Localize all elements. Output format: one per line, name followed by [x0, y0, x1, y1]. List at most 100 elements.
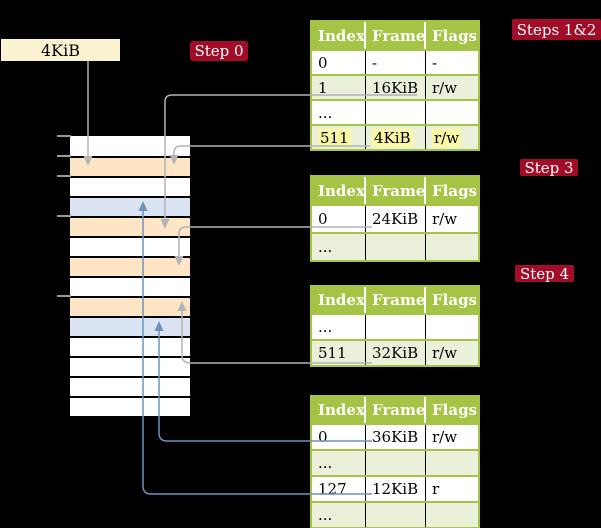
page-table-step3: Index Frame Flags 0 24KiB r/w ... [310, 175, 480, 262]
cell-flags [426, 101, 478, 124]
cell-index: 511 [312, 126, 366, 149]
physical-memory-column [68, 134, 192, 418]
column-header-flags: Flags [432, 26, 477, 45]
memory-frame-row-2 [70, 156, 190, 176]
cell-index: 1 [312, 76, 366, 99]
cell-flags [426, 234, 478, 260]
column-header-flags: Flags [432, 181, 477, 200]
table-row: 0 24KiB r/w [312, 204, 478, 232]
step4-label: Step 4 [519, 264, 570, 283]
frame-4kib-label: 4KiB [40, 40, 80, 60]
step0-label: Step 0 [194, 42, 244, 60]
memory-frame-row-10 [70, 316, 190, 336]
memory-frame-row-3 [70, 176, 190, 196]
cell-flags: r/w [432, 210, 458, 228]
cell-flags [426, 451, 478, 475]
table-row: 0 36KiB r/w [312, 423, 478, 449]
step4-badge: Step 4 [515, 264, 574, 283]
cell-flags: r/w [432, 78, 458, 97]
memory-frame-row-7 [70, 256, 190, 276]
column-header-index: Index [312, 177, 366, 204]
cell-frame [366, 503, 426, 527]
page-table-steps12: Index Frame Flags 0 - - 1 16KiB r/w ... … [310, 20, 480, 151]
cell-frame [366, 234, 426, 260]
column-header-index: Index [312, 287, 366, 313]
cell-frame [366, 101, 426, 124]
highlighted-value: r/w [432, 128, 462, 147]
column-header-index: Index [312, 397, 366, 423]
steps12-badge: Steps 1&2 [512, 19, 601, 40]
table-row: ... [312, 501, 478, 527]
table-row: 0 - - [312, 49, 478, 74]
table-row: ... [312, 99, 478, 124]
step3-badge: Step 3 [520, 158, 578, 177]
cell-index: 0 [312, 51, 366, 74]
table-row: ... [312, 313, 478, 339]
memory-tick [57, 155, 71, 157]
steps12-label: Steps 1&2 [516, 20, 597, 39]
highlighted-value: 511 [318, 128, 351, 147]
column-header-index: Index [312, 22, 366, 49]
memory-frame-row-6 [70, 236, 190, 256]
column-header-flags: Flags [432, 291, 477, 309]
column-header-frame: Frame [366, 177, 426, 204]
memory-frame-row-9 [70, 296, 190, 316]
highlighted-value: 4KiB [372, 128, 413, 147]
table-row: 511 32KiB r/w [312, 339, 478, 365]
step0-badge: Step 0 [190, 41, 248, 61]
page-table-bottom: Index Frame Flags 0 36KiB r/w ... 127 12… [310, 395, 480, 528]
column-header-frame: Frame [366, 287, 426, 313]
memory-frame-row-5 [70, 216, 190, 236]
memory-frame-row-14 [70, 396, 190, 416]
cell-frame: 16KiB [366, 76, 426, 99]
cell-frame: 12KiB [366, 477, 426, 501]
cell-flags: r [432, 480, 440, 498]
cell-flags: - [432, 53, 438, 72]
memory-frame-row-4 [70, 196, 190, 216]
column-header-frame: Frame [366, 22, 426, 49]
cell-index: ... [312, 503, 366, 527]
cell-flags [426, 503, 478, 527]
memory-frame-row-8 [70, 276, 190, 296]
cell-index: ... [312, 315, 366, 339]
table-header: Index Frame Flags [312, 287, 478, 313]
cell-frame: 24KiB [366, 206, 426, 232]
memory-tick [57, 215, 71, 217]
table-header: Index Frame Flags [312, 397, 478, 423]
memory-frame-row-11 [70, 336, 190, 356]
cell-index: ... [312, 101, 366, 124]
cell-frame [366, 451, 426, 475]
cell-index: ... [312, 451, 366, 475]
cell-index: 127 [312, 477, 366, 501]
cell-flags: r/w [432, 344, 458, 362]
table-row: 127 12KiB r [312, 475, 478, 501]
cell-frame: 4KiB [366, 126, 426, 149]
cell-flags: r/w [426, 126, 478, 149]
cell-flags [426, 315, 478, 339]
column-header-frame: Frame [366, 397, 426, 423]
memory-tick [57, 135, 71, 137]
memory-tick [57, 175, 71, 177]
cell-frame: 32KiB [366, 341, 426, 365]
table-row: ... [312, 449, 478, 475]
memory-tick [57, 295, 71, 297]
table-row: 1 16KiB r/w [312, 74, 478, 99]
column-header-flags: Flags [432, 401, 477, 419]
memory-frame-row-1 [70, 136, 190, 156]
table-header: Index Frame Flags [312, 177, 478, 204]
table-row: ... [312, 232, 478, 260]
cell-flags: r/w [432, 428, 458, 446]
cell-index: ... [312, 234, 366, 260]
step3-label: Step 3 [524, 158, 574, 177]
cell-index: 0 [312, 206, 366, 232]
table-header: Index Frame Flags [312, 22, 478, 49]
cell-frame: 36KiB [366, 425, 426, 449]
memory-frame-row-13 [70, 376, 190, 396]
table-row-highlighted: 511 4KiB r/w [312, 124, 478, 149]
cell-frame [366, 315, 426, 339]
frame-4kib-box: 4KiB [1, 39, 120, 61]
memory-frame-row-12 [70, 356, 190, 376]
page-table-step4: Index Frame Flags ... 511 32KiB r/w [310, 285, 480, 367]
cell-index: 0 [312, 425, 366, 449]
